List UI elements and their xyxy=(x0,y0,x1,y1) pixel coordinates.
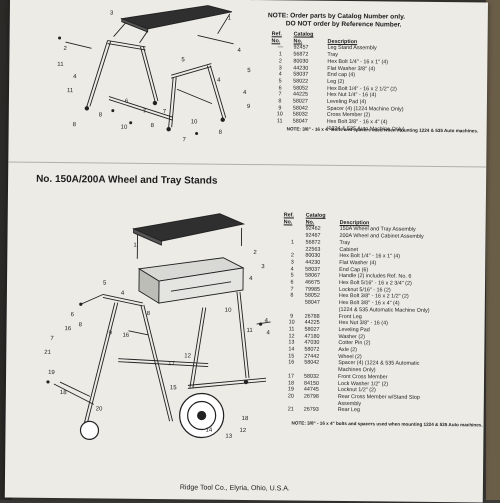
callout: 10 xyxy=(191,119,198,125)
description-cell: Rear Leg xyxy=(338,407,433,415)
callout: 10 xyxy=(225,308,232,314)
callout: 13 xyxy=(225,434,232,440)
callout: 8 xyxy=(73,122,77,128)
callout: 17 xyxy=(168,361,175,367)
callout: 4 xyxy=(265,318,269,324)
callout: 7 xyxy=(182,137,186,143)
description-header: Description xyxy=(328,32,410,46)
description-cell: Leg Stand Assembly xyxy=(327,45,409,53)
callout: 19 xyxy=(48,370,55,376)
callout: 11 xyxy=(67,88,74,94)
parts-sheet: 3 1 2 4 11 4 5 5 4 4 8 6 7 9 10 8 11 7 8… xyxy=(5,0,488,502)
callout: 14 xyxy=(205,428,212,434)
leg-stand-footnote: NOTE: 3/8" - 16 x 4" Bolts and spacers u… xyxy=(287,126,492,134)
ref-cell: 21 xyxy=(282,407,304,414)
callout: 5 xyxy=(247,68,251,74)
callout: 2 xyxy=(63,46,67,52)
callout: 18 xyxy=(60,390,67,396)
leg-stand-diagram: 3 1 2 4 11 4 5 5 4 4 8 6 7 9 10 8 11 7 8… xyxy=(46,0,263,150)
callout: 4 xyxy=(249,276,253,282)
callout: 8 xyxy=(99,112,103,118)
callout: 3 xyxy=(261,264,265,270)
callout: 8 xyxy=(151,123,155,129)
callout: 9 xyxy=(247,104,251,110)
callout: 7 xyxy=(50,336,54,342)
callout: 3 xyxy=(110,11,114,17)
callout: 6 xyxy=(125,99,129,105)
callout: 8 xyxy=(219,130,223,136)
callout: 15 xyxy=(170,385,177,391)
callout: 1 xyxy=(228,16,232,22)
callout: 6 xyxy=(71,312,75,318)
callout: 8 xyxy=(79,322,83,328)
wheel-tray-footnote: NOTE: 3/8" - 16 x 4" bolts and spacers u… xyxy=(292,420,497,428)
section-title: No. 150A/200A Wheel and Tray Stands xyxy=(36,174,217,187)
description-cell: 200A Wheel and Cabinet Assembly xyxy=(339,233,434,241)
callout: 18 xyxy=(242,416,249,422)
callout: 11 xyxy=(57,62,64,68)
section-divider xyxy=(8,161,486,167)
callout: 16 xyxy=(65,326,72,332)
wheel-tray-stand-diagram: 2 3 1 4 4 5 6 8 8 7 16 9 16 10 11 4 4 17… xyxy=(19,198,272,471)
callout: 4 xyxy=(121,291,125,297)
callout: 10 xyxy=(121,125,128,131)
catalog-cell: 26793 xyxy=(304,407,338,414)
callout: 7 xyxy=(163,109,167,115)
callout: 5 xyxy=(181,57,185,63)
callout: 20 xyxy=(96,406,103,412)
callout: 16 xyxy=(122,333,129,339)
callout: 11 xyxy=(247,328,254,334)
ref-header: Ref.No. xyxy=(284,212,306,226)
order-note: NOTE: Order parts by Catalog Number only… xyxy=(268,12,405,29)
callout: 5 xyxy=(103,280,107,286)
callout: 9 xyxy=(108,331,112,337)
callout: 8 xyxy=(147,311,151,317)
callout: 12 xyxy=(239,428,246,434)
ref-header: Ref.No. xyxy=(272,31,294,45)
callout: 4 xyxy=(73,74,77,80)
callout: 4 xyxy=(237,48,241,54)
order-note-line-2: DO NOT order by Reference Number. xyxy=(268,20,405,29)
callout: 4 xyxy=(217,78,221,84)
callout: 21 xyxy=(44,350,51,356)
description-header: Description xyxy=(340,213,435,227)
callout: 1 xyxy=(133,243,137,249)
callout: 4 xyxy=(243,90,247,96)
callout: 12 xyxy=(184,353,191,359)
manufacturer-footer: Ridge Tool Co., Elyria, Ohio, U.S.A. xyxy=(180,484,290,492)
callout: 4 xyxy=(266,330,270,336)
callout: 2 xyxy=(253,250,257,256)
